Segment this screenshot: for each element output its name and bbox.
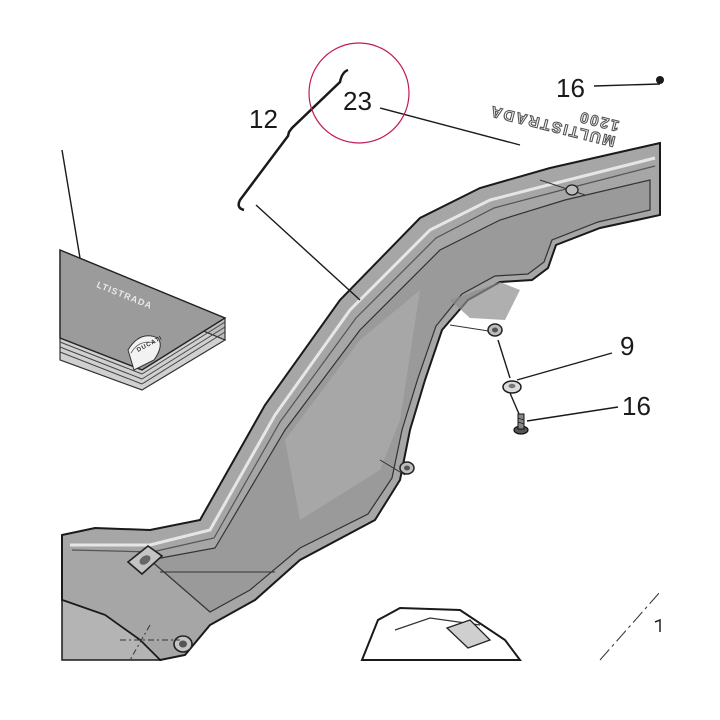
mount-hole-top-right	[565, 184, 579, 196]
decal-multistrada-1200: MULTISTRADA 1200	[487, 101, 621, 150]
mount-hole-middle	[399, 461, 415, 475]
screw-16	[513, 413, 529, 435]
mount-hole-bottom	[173, 635, 193, 653]
callout-23: 23	[343, 86, 372, 116]
bracket-12	[237, 68, 349, 212]
adjacent-tank-part	[360, 591, 661, 661]
washer-9	[502, 380, 522, 394]
highlight-circle-23	[308, 42, 410, 144]
callout-9: 9	[620, 331, 634, 361]
side-panel	[61, 141, 661, 662]
leader-lines	[61, 83, 661, 422]
leader-end-dot	[656, 76, 664, 84]
callout-16-top: 16	[556, 73, 585, 103]
callout-16-bottom: 16	[622, 391, 651, 421]
mount-slot-lower	[126, 544, 164, 576]
callout-12: 12	[249, 104, 278, 134]
owner-manual-booklet: LTISTRADA DUCATI	[59, 248, 227, 391]
ducati-shield-logo: DUCATI	[127, 335, 164, 371]
mount-hole-upper	[487, 323, 503, 337]
